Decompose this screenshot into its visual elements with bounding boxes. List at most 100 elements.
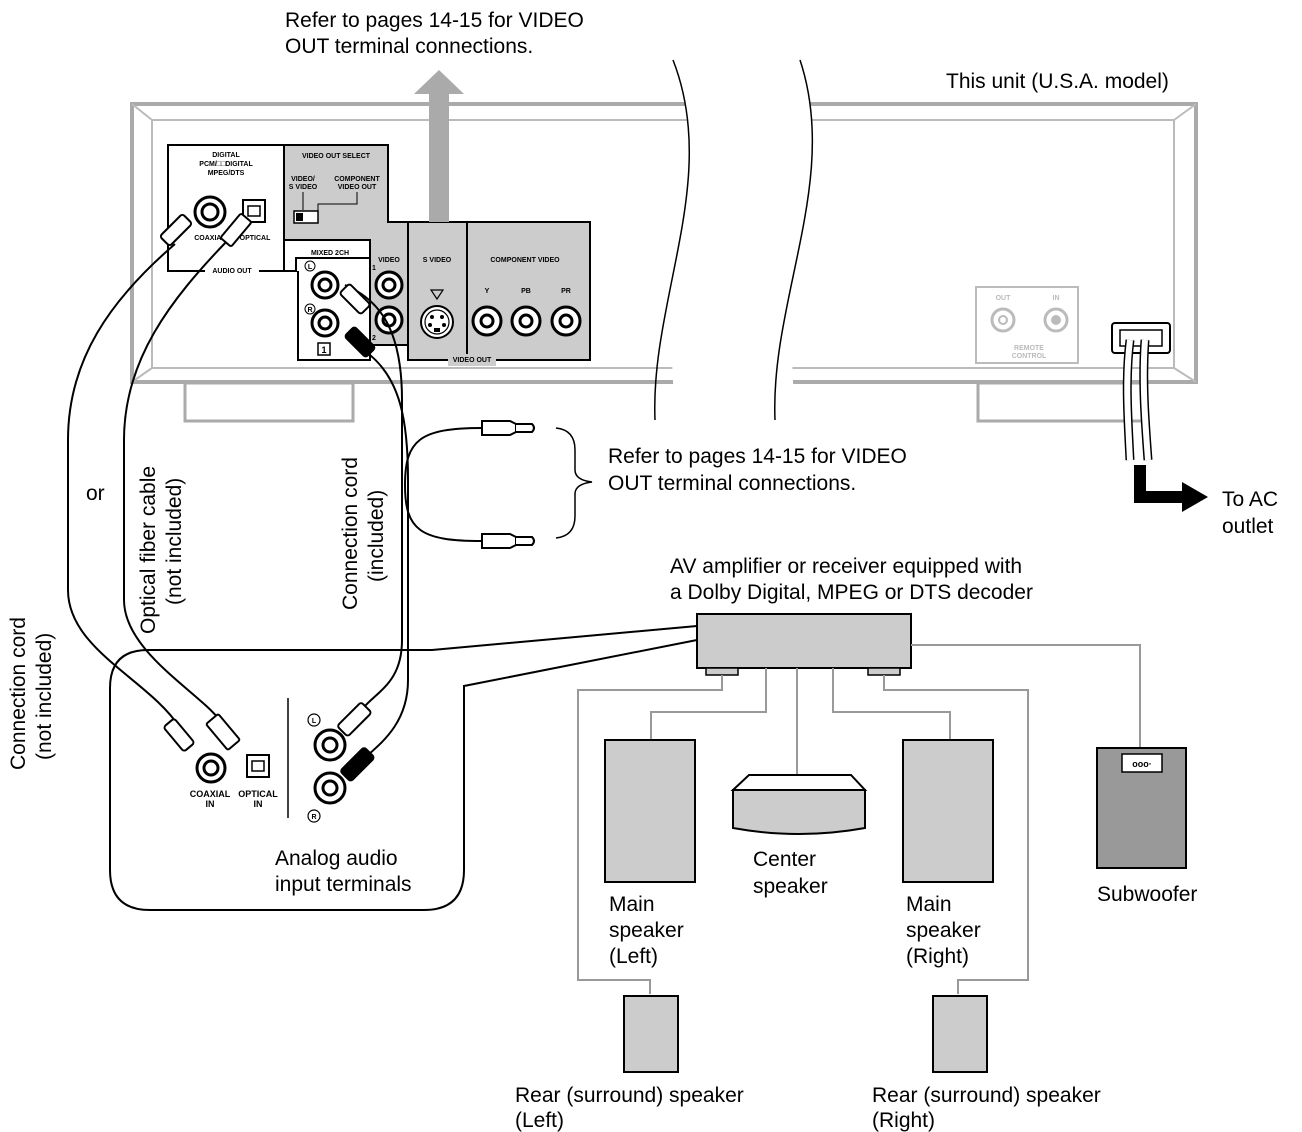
main-speaker-left	[604, 739, 696, 883]
top-reference-line-1: Refer to pages 14-15 for VIDEO	[285, 9, 584, 32]
digital-label: DIGITAL	[212, 152, 240, 159]
main-left-label-2: speaker	[609, 919, 684, 942]
component-pb-jack[interactable]	[510, 305, 542, 337]
s-video-label: S VIDEO	[423, 257, 452, 264]
mpeg-label: MPEG/DTS	[208, 170, 245, 177]
break-line-right	[774, 59, 814, 421]
unit-chassis-inner	[151, 119, 1175, 369]
rear-speaker-left	[623, 995, 679, 1073]
analog-cord-r	[367, 354, 409, 756]
main-right-label-2: speaker	[906, 919, 981, 942]
video-out-1-jack[interactable]	[374, 270, 404, 300]
center-speaker	[730, 774, 868, 835]
amp-r-mark-text: R	[311, 814, 316, 821]
rear-right-label-1: Rear (surround) speaker	[872, 1084, 1101, 1107]
amp-label-line-2: a Dolby Digital, MPEG or DTS decoder	[670, 581, 1033, 604]
remote-control-box	[975, 286, 1079, 364]
remote-in-jack[interactable]	[1043, 307, 1069, 333]
unit-foot-right	[976, 381, 1148, 423]
video-out-select-switch[interactable]	[293, 210, 319, 224]
remote-in-label: IN	[1053, 295, 1060, 302]
subwoofer-terminal-dots: ooo·	[1132, 759, 1152, 769]
rear-left-label-2: (Left)	[515, 1109, 564, 1132]
l-mark-text: L	[308, 264, 313, 271]
main-left-label-3: (Left)	[609, 945, 658, 968]
coaxial-out-jack[interactable]	[193, 195, 227, 229]
video-1-label: 1	[372, 265, 376, 272]
power-cord	[1111, 322, 1171, 461]
remote-label-1: REMOTE	[1014, 345, 1044, 352]
analog-in-r-jack[interactable]	[313, 771, 347, 805]
amp-l-mark	[307, 713, 321, 727]
unit-foot-left	[183, 381, 355, 423]
r-mark-text: R	[307, 307, 312, 314]
coaxial-in-label-1: COAXIAL	[190, 789, 231, 799]
amp-l-mark-text: L	[312, 718, 317, 725]
video-out-label: VIDEO OUT	[453, 357, 492, 364]
l-mark	[304, 260, 316, 272]
component-pr-jack[interactable]	[550, 305, 582, 337]
pb-label: PB	[521, 288, 531, 295]
ac-outlet-line-2: outlet	[1222, 515, 1274, 538]
center-speaker-label-2: speaker	[753, 875, 828, 898]
video-out-up-arrow	[414, 70, 464, 222]
main-speaker-right	[902, 739, 994, 883]
plugs	[159, 213, 535, 782]
brace	[555, 427, 593, 539]
top-reference-line-2: OUT terminal connections.	[285, 35, 533, 58]
one-box	[317, 342, 331, 356]
optical-in-jack[interactable]	[246, 754, 270, 778]
analog-input-label-2: input terminals	[275, 873, 412, 896]
audio-out-label: AUDIO OUT	[212, 268, 252, 275]
main-right-label-1: Main	[906, 893, 952, 916]
mid-reference-line-2: OUT terminal connections.	[608, 472, 856, 495]
one-label: 1	[321, 345, 326, 355]
analog-cord-label-1: Connection cord	[339, 457, 362, 610]
video-plug-bottom	[481, 533, 535, 549]
remote-out-jack[interactable]	[990, 307, 1016, 333]
av-amplifier	[696, 613, 912, 676]
main-right-label-3: (Right)	[906, 945, 969, 968]
video-label: VIDEO	[378, 257, 400, 264]
ac-outlet-line-1: To AC	[1222, 488, 1278, 511]
optical-cable	[123, 239, 229, 719]
r-mark	[304, 303, 316, 315]
component-y-jack[interactable]	[471, 305, 503, 337]
coaxial-in-label-2: IN	[206, 799, 215, 809]
optical-cable-label-1: Optical fiber cable	[137, 466, 160, 634]
video-section-box	[283, 144, 591, 361]
analog-cord-l	[344, 284, 403, 707]
optical-in-label-1: OPTICAL	[238, 789, 278, 799]
remote-label-2: CONTROL	[1012, 353, 1047, 360]
speaker-wires	[577, 644, 1141, 994]
component-label-2: VIDEO OUT	[338, 184, 377, 191]
video-2-label: 2	[372, 335, 376, 342]
analog-out-l-jack[interactable]	[310, 270, 340, 300]
coaxial-label: COAXIAL	[194, 235, 226, 242]
pr-label: PR	[561, 288, 571, 295]
coaxial-cord-label-1: Connection cord	[7, 617, 30, 770]
mixed-2ch-label: MIXED 2CH	[311, 250, 349, 257]
subwoofer-speaker: ooo·	[1096, 747, 1187, 869]
s-video-triangle	[429, 289, 445, 301]
cables	[67, 239, 483, 756]
s-video-out-jack[interactable]	[420, 305, 454, 339]
rear-speaker-right	[932, 995, 988, 1073]
analog-out-r-jack[interactable]	[310, 308, 340, 338]
coaxial-cord-label-2: (not included)	[33, 633, 56, 760]
rear-right-label-2: (Right)	[872, 1109, 935, 1132]
video-plug-top	[481, 420, 535, 436]
center-speaker-label-1: Center	[753, 848, 816, 871]
rear-left-label-1: Rear (surround) speaker	[515, 1084, 744, 1107]
amp-label-line-1: AV amplifier or receiver equipped with	[670, 555, 1022, 578]
analog-cord-label-2: (included)	[365, 490, 388, 582]
mid-reference-line-1: Refer to pages 14-15 for VIDEO	[608, 445, 907, 468]
optical-out-jack[interactable]	[242, 199, 266, 223]
analog-input-label-1: Analog audio	[275, 847, 398, 870]
amp-input-callout: COAXIAL IN OPTICAL IN L R	[109, 625, 698, 911]
video-out-select-label: VIDEO OUT SELECT	[302, 153, 371, 160]
unit-rear-panel: DIGITAL PCM/□□DIGITAL MPEG/DTS COAXIAL O…	[130, 59, 1198, 461]
coaxial-in-jack[interactable]	[195, 752, 227, 784]
remote-out-label: OUT	[996, 295, 1012, 302]
analog-in-l-jack[interactable]	[313, 728, 347, 762]
